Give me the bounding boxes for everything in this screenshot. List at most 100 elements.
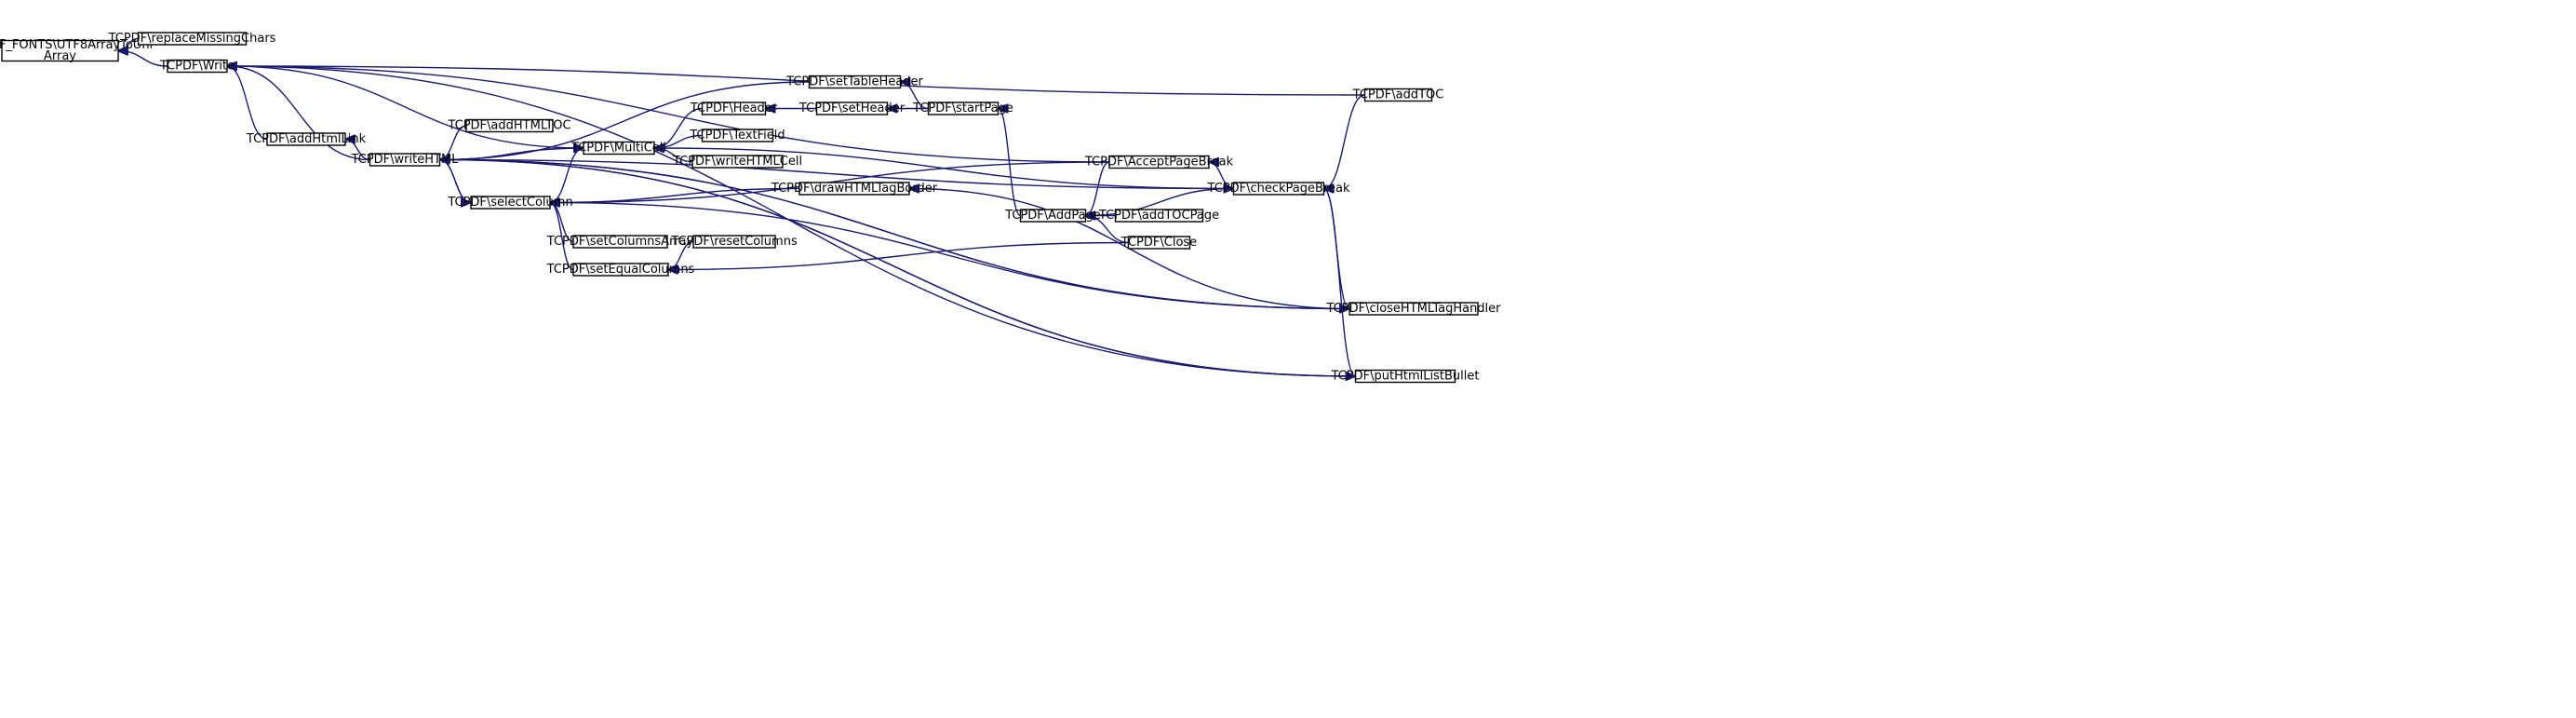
node-box <box>927 102 1000 115</box>
node-box <box>369 153 441 167</box>
edge-setTableHeader-to-writeHTML <box>440 81 810 160</box>
node-startPage[interactable]: TCPDF\startPage <box>912 102 1013 115</box>
node-box <box>1348 302 1479 316</box>
node-label: TCPDF\setEqualColumns <box>546 263 695 277</box>
node-box <box>798 182 910 196</box>
node-addHTMLTOC[interactable]: TCPDF\addHTMLTOC <box>447 119 570 133</box>
node-setHeader[interactable]: TCPDF\setHeader <box>798 102 906 115</box>
node-label: TCPDF\Close <box>1120 236 1197 250</box>
edge-Write-to-utf8 <box>118 51 168 67</box>
node-box <box>1354 369 1456 384</box>
nodes-layer: TCPDF_FONTS\UTF8ArrayToUniArrayTCPDF\rep… <box>0 32 1501 384</box>
node-label: TCPDF\TextField <box>689 129 785 142</box>
edge-writeHTML-to-checkPageBreak <box>439 158 1234 189</box>
node-box <box>572 235 668 249</box>
node-label: TCPDF\addHTMLTOC <box>447 119 570 133</box>
edge-writeHTML-to-selectColumn <box>439 158 472 203</box>
node-addTOC[interactable]: TCPDF\addTOC <box>1352 88 1444 102</box>
node-label: TCPDF\setHeader <box>798 102 906 115</box>
node-TextField[interactable]: TCPDF\TextField <box>689 129 785 142</box>
node-Write[interactable]: TCPDF\Write <box>159 60 235 74</box>
edge-putHtmlListBullet-to-checkPageBreak <box>1324 189 1356 377</box>
node-AcceptPageBreak[interactable]: TCPDF\AcceptPageBreak <box>1084 156 1234 169</box>
edge-writeHTML-to-MultiCell <box>439 148 584 161</box>
node-box <box>572 263 669 277</box>
edge-addHtmlLink-to-Write <box>227 66 268 141</box>
node-label: TCPDF\setTableHeader <box>785 75 923 89</box>
node-box <box>1127 236 1191 250</box>
edges-layer <box>118 37 1365 377</box>
node-label: TCPDF\addHtmlLink <box>246 132 367 146</box>
node-box <box>1232 182 1325 196</box>
node-label: TCPDF\replaceMissingChars <box>108 32 276 46</box>
node-label: TCPDF\startPage <box>912 102 1013 115</box>
node-label: TCPDF\AddPage <box>1004 209 1101 223</box>
node-Header[interactable]: TCPDF\Header <box>690 102 778 115</box>
edge-startPage-to-setTableHeader <box>901 82 929 110</box>
node-box <box>465 118 554 133</box>
edge-writeHTML-to-Write <box>227 66 370 161</box>
node-addHtmlLink[interactable]: TCPDF\addHtmlLink <box>246 132 367 146</box>
node-AddPage[interactable]: TCPDF\AddPage <box>1004 209 1101 223</box>
edge-selectColumn-to-MultiCell <box>549 148 584 204</box>
node-MultiCell[interactable]: TCPDF\MultiCell <box>570 142 666 156</box>
node-label: TCPDF\closeHTMLTagHandler <box>1325 302 1501 316</box>
node-closeHTMLTagHandler[interactable]: TCPDF\closeHTMLTagHandler <box>1325 302 1501 316</box>
node-addTOCPage[interactable]: TCPDF\addTOCPage <box>1098 209 1219 223</box>
node-label: TCPDF\checkPageBreak <box>1207 182 1350 196</box>
node-box <box>167 59 228 74</box>
node-drawHTMLTagBorder[interactable]: TCPDF\drawHTMLTagBorder <box>771 182 938 196</box>
node-label: TCPDF\resetColumns <box>670 235 798 249</box>
node-resetColumns[interactable]: TCPDF\resetColumns <box>670 235 798 249</box>
node-checkPageBreak[interactable]: TCPDF\checkPageBreak <box>1207 182 1350 196</box>
node-putHtmlListBullet[interactable]: TCPDF\putHtmlListBullet <box>1331 370 1480 384</box>
node-label: TCPDF\Write <box>159 60 235 74</box>
edge-addTOC-to-Write <box>227 66 1365 96</box>
edge-Close-to-setEqualColumns <box>668 241 1129 270</box>
node-Close[interactable]: TCPDF\Close <box>1120 236 1197 250</box>
node-setEqualColumns[interactable]: TCPDF\setEqualColumns <box>546 263 695 277</box>
node-label: TCPDF\MultiCell <box>570 142 666 156</box>
edge-writeHTML-to-closeHTMLTagHandler <box>439 158 1350 309</box>
node-box <box>1 39 119 62</box>
node-box <box>137 32 248 46</box>
node-label: TCPDF\writeHTMLCell <box>672 155 802 169</box>
edge-MultiCell-to-Write <box>227 66 584 149</box>
node-box <box>583 141 655 156</box>
node-setTableHeader[interactable]: TCPDF\setTableHeader <box>785 75 923 89</box>
node-label: TCPDF\drawHTMLTagBorder <box>771 182 938 196</box>
node-box <box>1114 209 1204 223</box>
node-label: TCPDF\putHtmlListBullet <box>1331 370 1480 384</box>
edge-drawHTMLTagBorder-to-selectColumn <box>550 187 800 203</box>
edge-AddPage-to-startPage <box>999 109 1022 217</box>
edge-writeHTML-to-putHtmlListBullet <box>439 158 1356 377</box>
node-writeHTMLCell[interactable]: TCPDF\writeHTMLCell <box>672 155 802 169</box>
edge-checkPageBreak-to-AddPage <box>1086 187 1234 216</box>
node-box <box>1108 155 1210 169</box>
node-label: TCPDF\selectColumn <box>447 196 572 210</box>
node-box <box>815 102 889 115</box>
node-replaceMissingChars[interactable]: TCPDF\replaceMissingChars <box>108 32 276 46</box>
node-label: TCPDF\AcceptPageBreak <box>1084 156 1234 169</box>
node-box <box>691 155 784 169</box>
node-label: TCPDF\writeHTML <box>351 153 460 167</box>
edge-AcceptPageBreak-to-AddPage <box>1086 161 1110 216</box>
node-writeHTML[interactable]: TCPDF\writeHTML <box>351 153 460 167</box>
node-label: Array <box>44 49 76 63</box>
node-box <box>1363 88 1433 102</box>
node-box <box>701 102 767 115</box>
node-box <box>266 132 346 146</box>
node-label: TCPDF\addTOCPage <box>1098 209 1219 223</box>
node-selectColumn[interactable]: TCPDF\selectColumn <box>447 196 572 210</box>
node-setColumnsArray[interactable]: TCPDF\setColumnsArray <box>546 235 694 249</box>
node-box <box>692 235 776 249</box>
node-box <box>808 75 902 89</box>
edge-addTOC-to-checkPageBreak <box>1324 94 1365 189</box>
node-box <box>1019 209 1087 223</box>
node-box <box>701 129 774 142</box>
node-label: TCPDF\addTOC <box>1352 88 1444 102</box>
node-label: TCPDF_FONTS\UTF8ArrayToUni <box>0 38 153 52</box>
edge-writeHTML-to-addHtmlLink <box>345 140 370 161</box>
